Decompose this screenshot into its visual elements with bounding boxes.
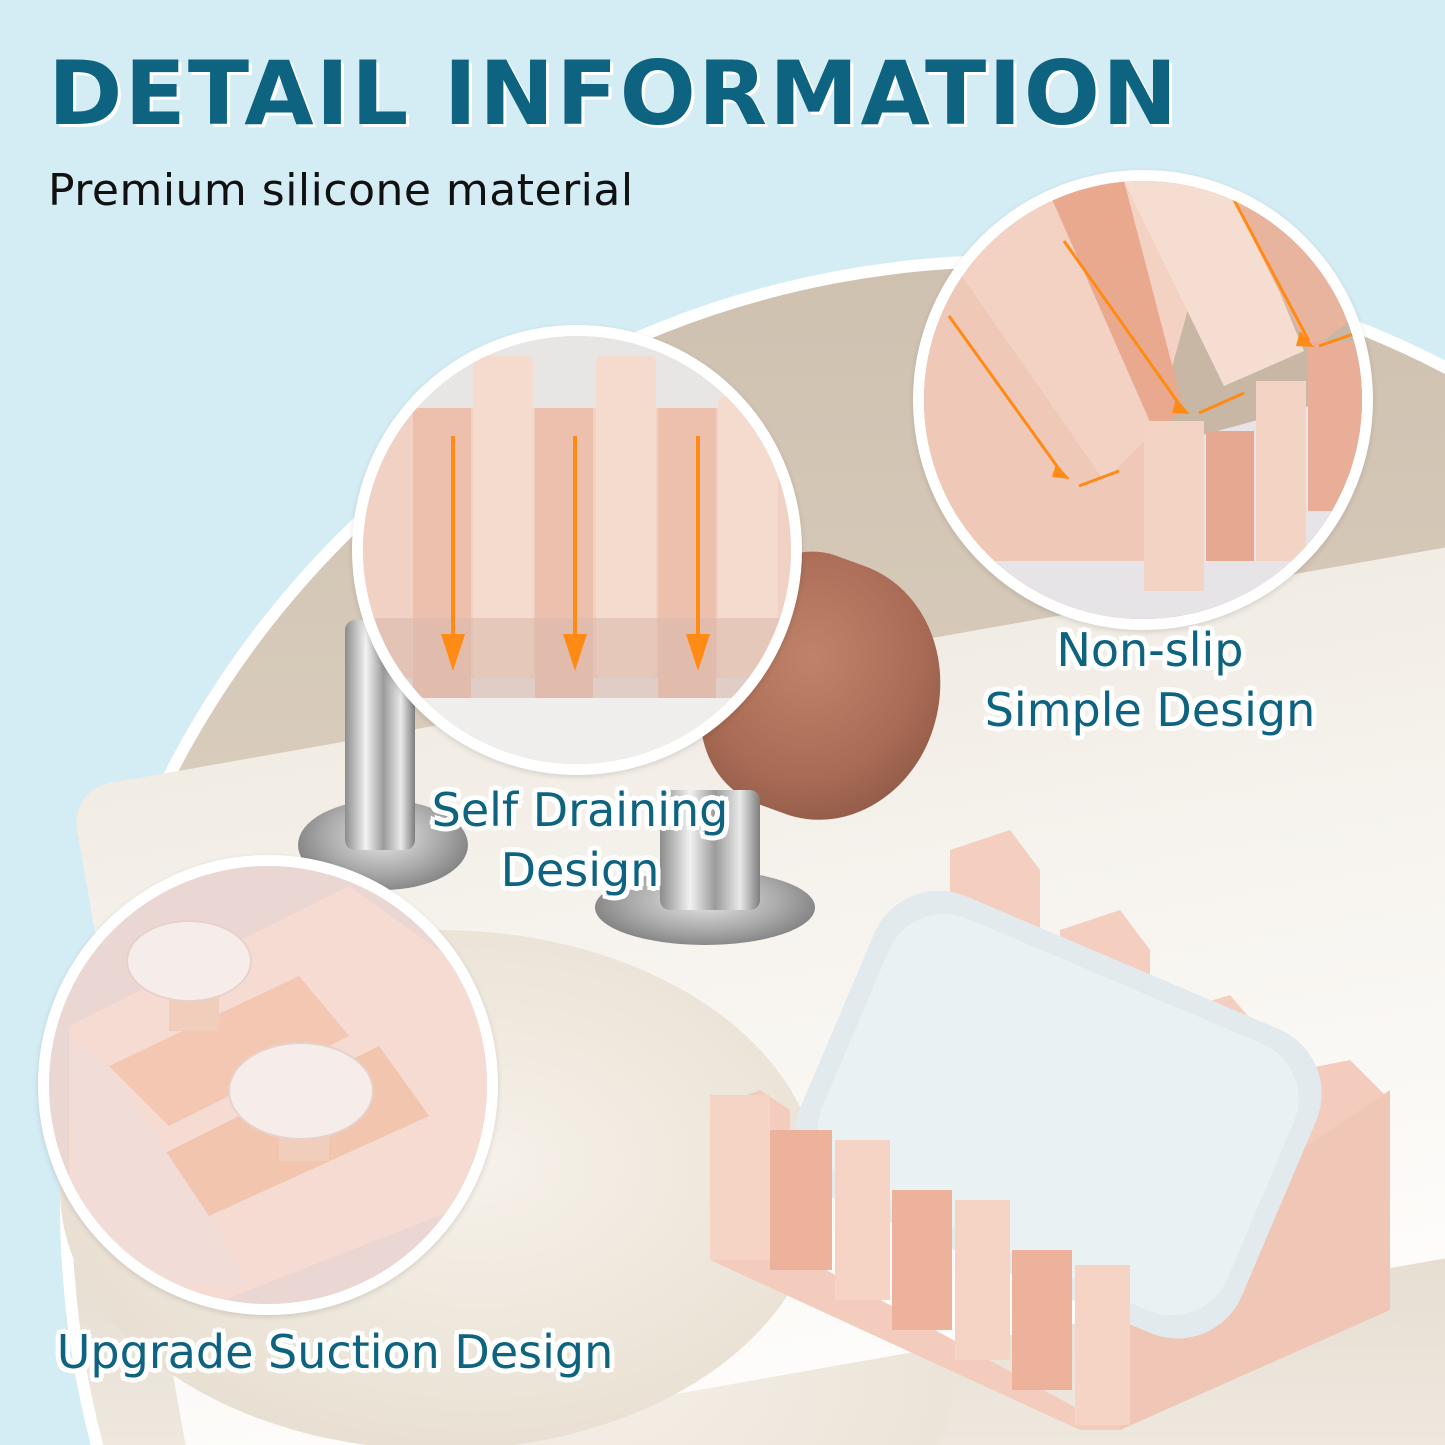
- flow-arrow-icon: [947, 181, 1362, 488]
- feature-label-suction: Upgrade Suction Design: [15, 1322, 655, 1382]
- feature-label-line: Simple Design: [984, 683, 1316, 737]
- suction-detail-circle: [38, 855, 498, 1315]
- feature-label-line: Self Draining: [431, 783, 729, 837]
- page-title: DETAIL INFORMATION: [48, 42, 1180, 145]
- self-draining-illustration: [363, 336, 791, 764]
- drain-arrow-icon: [441, 436, 710, 671]
- suction-illustration: [49, 866, 487, 1304]
- feature-label-line: Design: [500, 843, 660, 897]
- self-draining-detail-circle: [352, 325, 802, 775]
- suction-cup-icon: [126, 920, 374, 1161]
- non-slip-detail-circle: [913, 170, 1373, 630]
- faucet-stem-right: [660, 790, 760, 910]
- feature-label-line: Non-slip: [1056, 623, 1244, 677]
- feature-label-self-draining: Self Draining Design: [395, 780, 765, 900]
- page-subtitle: Premium silicone material: [48, 165, 634, 216]
- non-slip-illustration: [924, 181, 1362, 619]
- feature-label-non-slip: Non-slip Simple Design: [945, 620, 1355, 740]
- soap-dish-product-image: [710, 830, 1390, 1430]
- feature-label-line: Upgrade Suction Design: [56, 1325, 614, 1379]
